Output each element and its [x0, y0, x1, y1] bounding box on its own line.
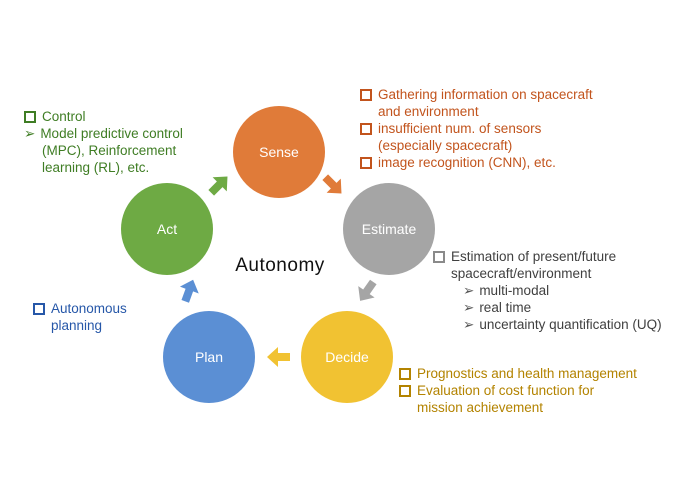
square-bullet-icon	[433, 251, 445, 263]
note-item: Evaluation of cost function for	[399, 382, 637, 399]
sense-label: Sense	[259, 144, 299, 160]
square-bullet-icon	[360, 157, 372, 169]
arrowhead-bullet-icon: ➢	[463, 317, 475, 332]
decide-node: Decide	[301, 311, 393, 403]
estimate-node: Estimate	[343, 183, 435, 275]
note-subitem: ➢ uncertainty quantification (UQ)	[433, 316, 662, 333]
decide-notes: Prognostics and health management Evalua…	[399, 365, 637, 416]
arrowhead-bullet-icon: ➢	[463, 300, 475, 315]
note-item: insufficient num. of sensors	[360, 120, 593, 137]
note-text: Estimation of present/future	[451, 249, 617, 264]
note-text: spacecraft/environment	[451, 266, 592, 281]
note-text: Model predictive control	[40, 126, 183, 141]
note-item: Gathering information on spacecraft	[360, 86, 593, 103]
arrow-decide-to-plan	[267, 347, 290, 367]
square-bullet-icon	[360, 89, 372, 101]
note-text: Control	[42, 109, 86, 124]
note-item: Autonomous	[33, 300, 127, 317]
square-bullet-icon	[399, 368, 411, 380]
arrowhead-bullet-icon: ➢	[463, 283, 475, 298]
note-item: Estimation of present/future	[433, 248, 662, 265]
square-bullet-icon	[399, 385, 411, 397]
act-notes: Control ➢ Model predictive control (MPC)…	[24, 108, 183, 176]
note-subitem: ➢ multi-modal	[433, 282, 662, 299]
estimate-label: Estimate	[361, 221, 417, 237]
act-label: Act	[156, 221, 178, 237]
note-item: Control	[24, 108, 183, 125]
decide-label: Decide	[325, 349, 369, 365]
square-bullet-icon	[33, 303, 45, 315]
note-item: Prognostics and health management	[399, 365, 637, 382]
note-subitem: ➢ Model predictive control	[24, 125, 183, 142]
note-text: planning	[51, 318, 103, 333]
sense-notes: Gathering information on spacecraft and …	[360, 86, 593, 171]
arrowhead-bullet-icon: ➢	[24, 126, 36, 141]
arrow-estimate-to-decide	[358, 279, 377, 301]
note-text: learning (RL), etc.	[42, 160, 150, 175]
note-text: real time	[479, 300, 532, 315]
note-subitem: ➢ real time	[433, 299, 662, 316]
arrow-plan-to-act	[179, 279, 199, 303]
arrow-sense-to-estimate	[322, 174, 342, 194]
square-bullet-icon	[24, 111, 36, 123]
note-text: (especially spacecraft)	[378, 138, 513, 153]
estimate-notes: Estimation of present/future spacecraft/…	[433, 248, 662, 333]
act-node: Act	[121, 183, 213, 275]
autonomy-title: Autonomy	[235, 255, 325, 276]
note-text: uncertainty quantification (UQ)	[479, 317, 662, 332]
note-text: mission achievement	[417, 400, 544, 415]
note-text: Gathering information on spacecraft	[378, 87, 593, 102]
note-text: Autonomous	[51, 301, 127, 316]
plan-label: Plan	[194, 349, 224, 365]
plan-notes: Autonomous planning	[33, 300, 127, 334]
sense-node: Sense	[233, 106, 325, 198]
note-text: image recognition (CNN), etc.	[378, 155, 556, 170]
arrow-act-to-sense	[208, 176, 228, 196]
note-text: Evaluation of cost function for	[417, 383, 595, 398]
note-text: Prognostics and health management	[417, 366, 637, 381]
note-item: image recognition (CNN), etc.	[360, 154, 593, 171]
plan-node: Plan	[163, 311, 255, 403]
square-bullet-icon	[360, 123, 372, 135]
note-text: and environment	[378, 104, 479, 119]
note-text: (MPC), Reinforcement	[42, 143, 177, 158]
note-text: multi-modal	[479, 283, 550, 298]
note-text: insufficient num. of sensors	[378, 121, 542, 136]
